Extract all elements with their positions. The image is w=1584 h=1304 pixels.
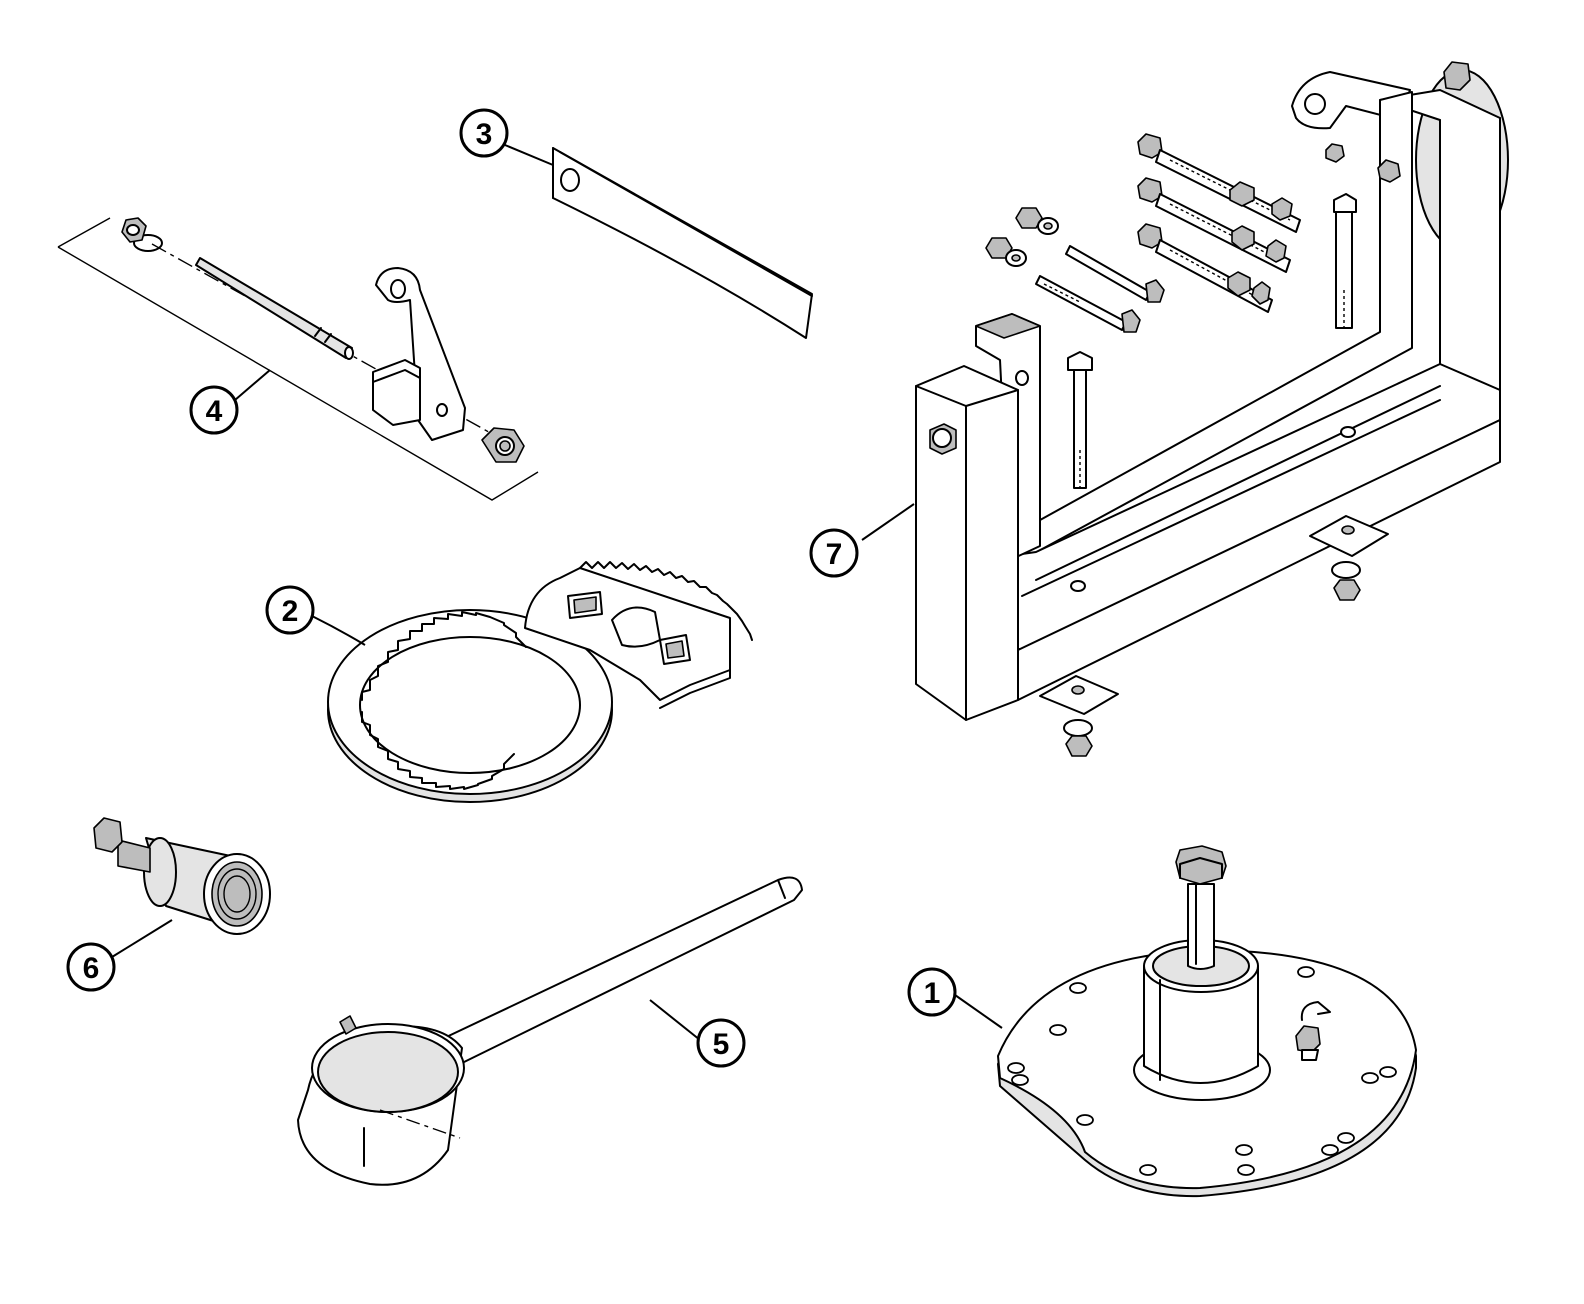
part-6-adapter: [93, 817, 271, 935]
part-3-strip: [552, 147, 813, 339]
callout-5: 5: [696, 1018, 746, 1068]
callout-5-label: 5: [713, 1028, 730, 1061]
callout-2-label: 2: [282, 595, 299, 628]
part-5-band-wrench: [297, 876, 803, 1186]
leader-lines: [111, 144, 1003, 1041]
callout-6: 6: [66, 942, 116, 992]
part-1-puller-plate: [997, 845, 1417, 1198]
callout-7-label: 7: [826, 538, 843, 571]
callout-1: 1: [907, 967, 957, 1017]
callout-3: 3: [459, 108, 509, 158]
part-2-ring-wrench: [327, 561, 753, 803]
callout-4-label: 4: [206, 395, 223, 428]
callout-2: 2: [265, 585, 315, 635]
part-7-u-frame-stand: [915, 61, 1509, 757]
callout-6-label: 6: [83, 952, 100, 985]
callout-3-label: 3: [476, 118, 493, 151]
callout-4: 4: [189, 385, 239, 435]
callout-1-label: 1: [924, 977, 941, 1010]
callout-7: 7: [809, 528, 859, 578]
part-4-bracket-assembly: [57, 217, 539, 501]
